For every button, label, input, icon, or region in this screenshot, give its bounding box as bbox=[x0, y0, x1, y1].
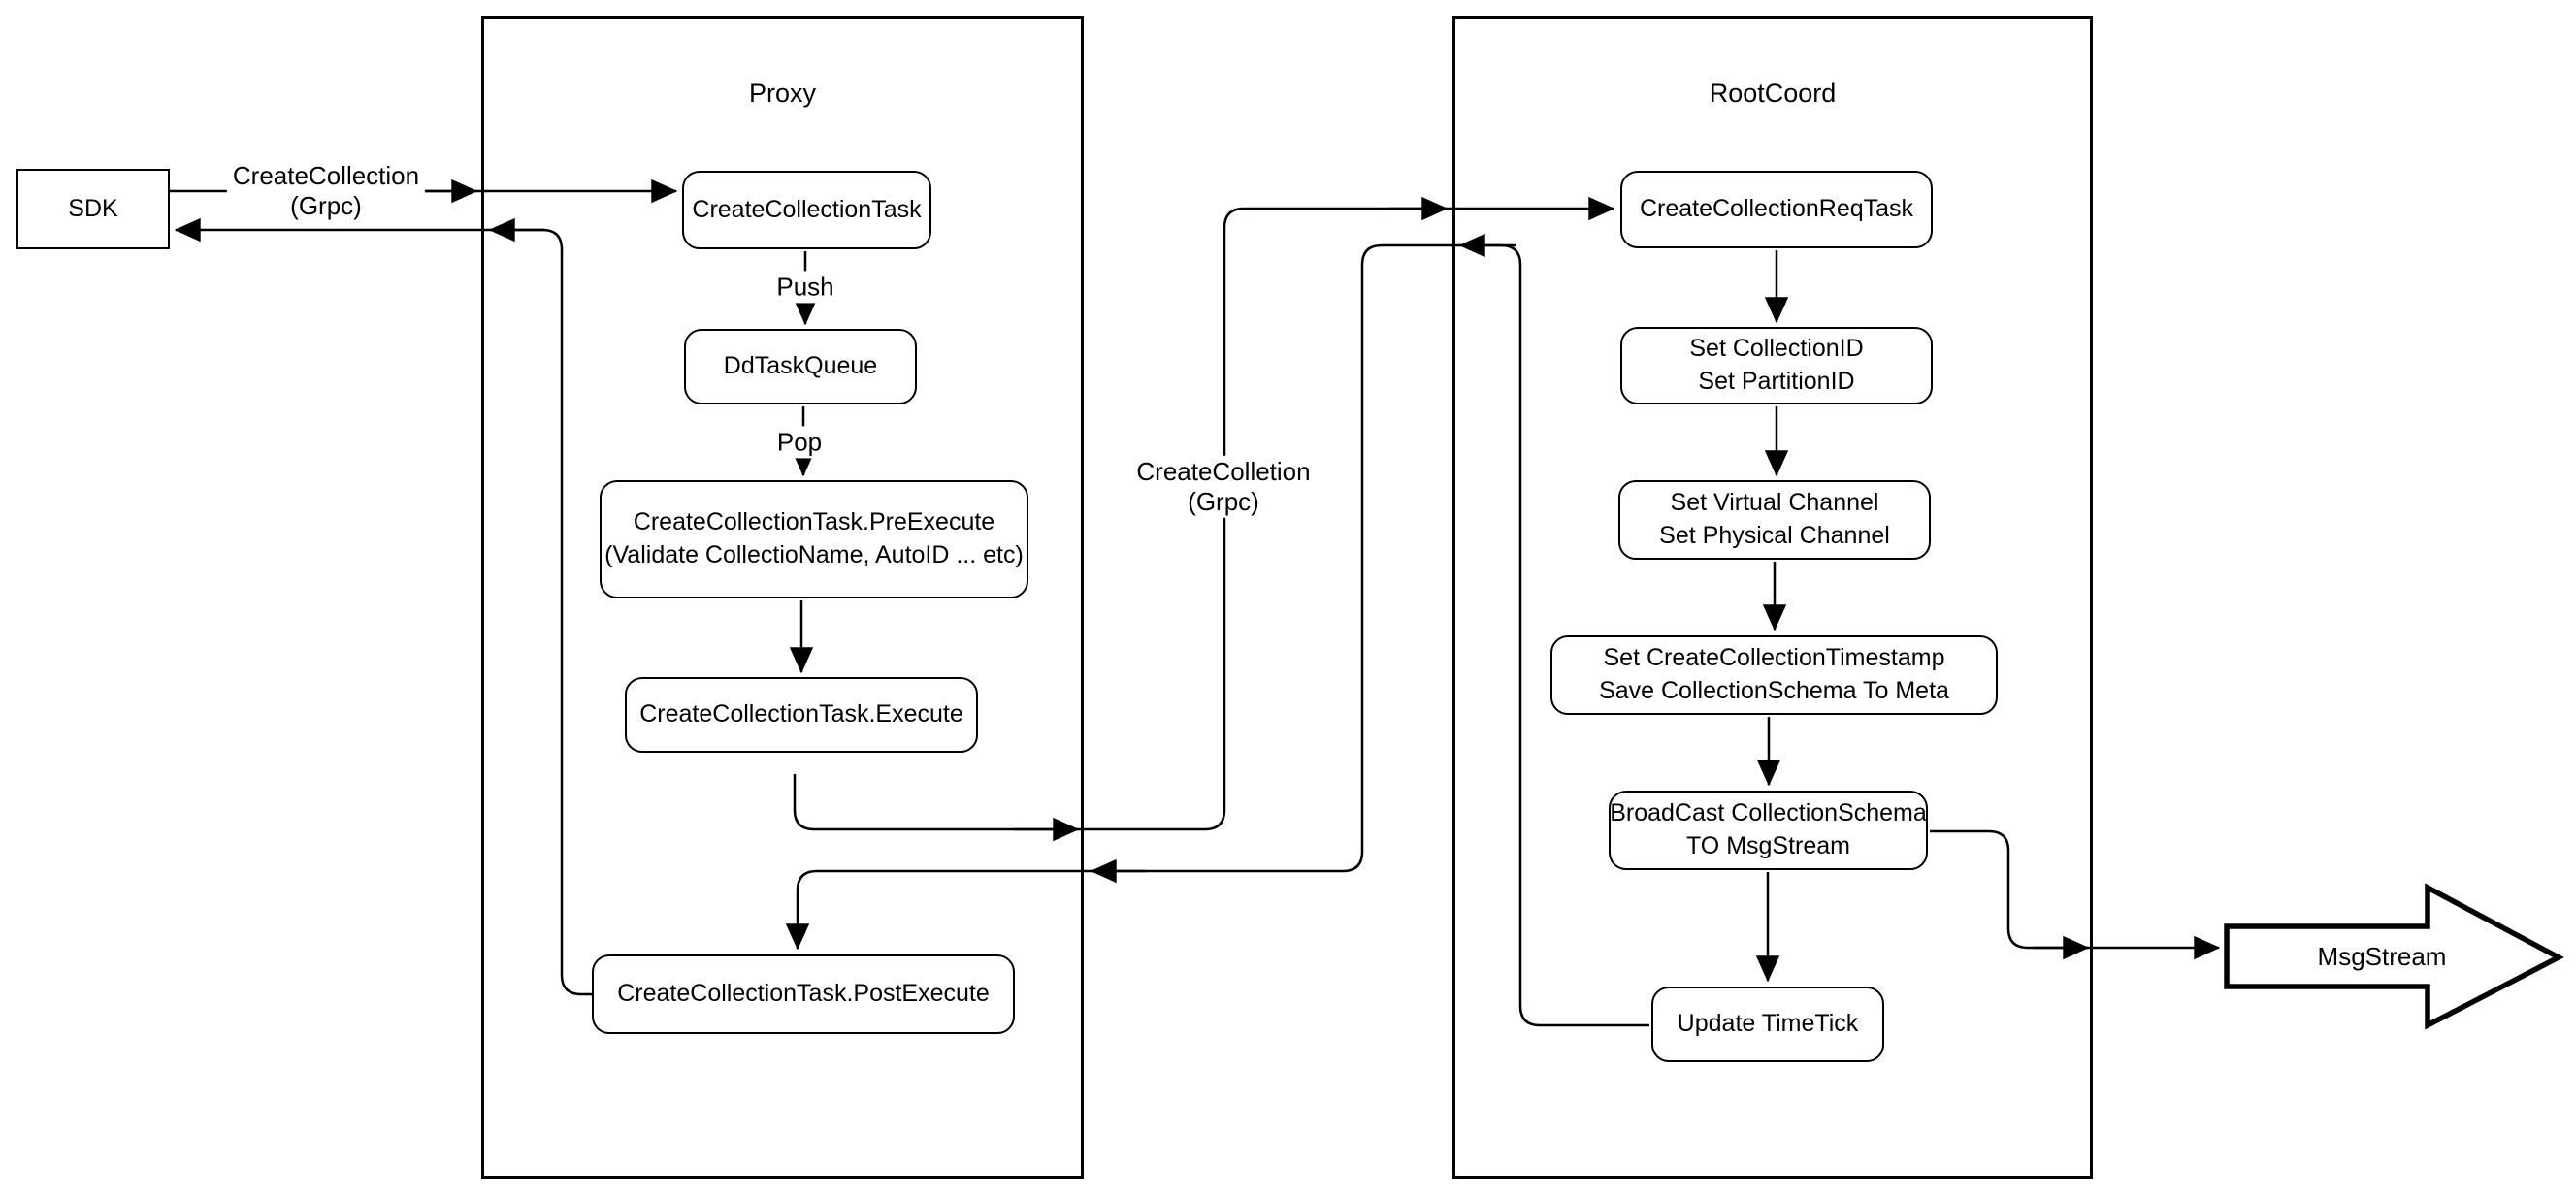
node-set-channels: Set Virtual Channel Set Physical Channel bbox=[1618, 480, 1931, 560]
node-pre-execute-line2: (Validate CollectioName, AutoID ... etc) bbox=[604, 541, 1024, 568]
node-set-channels-line1: Set Virtual Channel bbox=[1670, 489, 1879, 517]
node-execute-label: CreateCollectionTask.Execute bbox=[639, 700, 963, 728]
msgstream-label: MsgStream bbox=[2232, 926, 2532, 987]
node-execute: CreateCollectionTask.Execute bbox=[625, 677, 978, 753]
node-post-execute-label: CreateCollectionTask.PostExecute bbox=[617, 980, 990, 1008]
node-pre-execute-line1: CreateCollectionTask.PreExecute bbox=[633, 508, 995, 536]
node-set-timestamp-meta: Set CreateCollectionTimestamp Save Colle… bbox=[1550, 635, 1998, 715]
edge-label-push: Push bbox=[770, 271, 840, 304]
node-create-collection-task-label: CreateCollectionTask bbox=[692, 195, 922, 223]
msgstream-block-arrow bbox=[2224, 883, 2564, 1030]
edge-label-createcolletion-grpc-line2: (Grpc) bbox=[1188, 487, 1259, 516]
node-set-timestamp-meta-line2: Save CollectionSchema To Meta bbox=[1599, 677, 1949, 704]
node-broadcast-line2: TO MsgStream bbox=[1685, 832, 1851, 859]
edge-label-createcollection-grpc: CreateCollection (Grpc) bbox=[226, 159, 426, 223]
edge-label-createcollection-grpc-line1: CreateCollection bbox=[232, 160, 420, 190]
node-set-ids: Set CollectionID Set PartitionID bbox=[1620, 327, 1933, 404]
node-update-timetick: Update TimeTick bbox=[1651, 987, 1884, 1062]
node-set-channels-line2: Set Physical Channel bbox=[1659, 522, 1890, 549]
node-dd-task-queue-label: DdTaskQueue bbox=[723, 352, 878, 380]
node-create-collection-task: CreateCollectionTask bbox=[682, 171, 931, 249]
edge-label-pop: Pop bbox=[770, 426, 829, 459]
node-set-ids-line1: Set CollectionID bbox=[1689, 335, 1864, 363]
node-sdk-label: SDK bbox=[68, 194, 118, 222]
edge-label-createcolletion-grpc: CreateColletion (Grpc) bbox=[1130, 455, 1317, 519]
edge-broadcast-to-msgstream bbox=[1930, 829, 2221, 960]
edge-postexecute-to-sdk bbox=[174, 217, 592, 996]
edge-label-createcolletion-grpc-line1: CreateColletion bbox=[1136, 456, 1311, 486]
proxy-container: Proxy bbox=[481, 16, 1084, 1179]
proxy-container-title: Proxy bbox=[748, 79, 817, 108]
node-post-execute: CreateCollectionTask.PostExecute bbox=[592, 954, 1015, 1034]
msgstream-label-text: MsgStream bbox=[2317, 941, 2447, 971]
node-update-timetick-label: Update TimeTick bbox=[1677, 1010, 1859, 1038]
node-broadcast-line1: BroadCast CollectionSchema bbox=[1610, 799, 1927, 827]
edge-updatetimetick-to-postexecute bbox=[785, 243, 1649, 1027]
node-sdk: SDK bbox=[16, 169, 170, 249]
node-create-collection-req-task: CreateCollectionReqTask bbox=[1620, 171, 1933, 248]
node-create-collection-req-task-label: CreateCollectionReqTask bbox=[1639, 195, 1914, 223]
rootcoord-container: RootCoord bbox=[1452, 16, 2093, 1179]
edge-execute-to-reqtask bbox=[793, 196, 1615, 831]
node-broadcast: BroadCast CollectionSchema TO MsgStream bbox=[1609, 791, 1928, 870]
edge-label-createcollection-grpc-line2: (Grpc) bbox=[290, 191, 362, 220]
node-pre-execute: CreateCollectionTask.PreExecute (Validat… bbox=[600, 480, 1028, 598]
node-dd-task-queue: DdTaskQueue bbox=[684, 329, 917, 404]
node-set-timestamp-meta-line1: Set CreateCollectionTimestamp bbox=[1603, 644, 1945, 672]
rootcoord-container-title: RootCoord bbox=[1709, 79, 1837, 108]
node-set-ids-line2: Set PartitionID bbox=[1698, 368, 1855, 395]
